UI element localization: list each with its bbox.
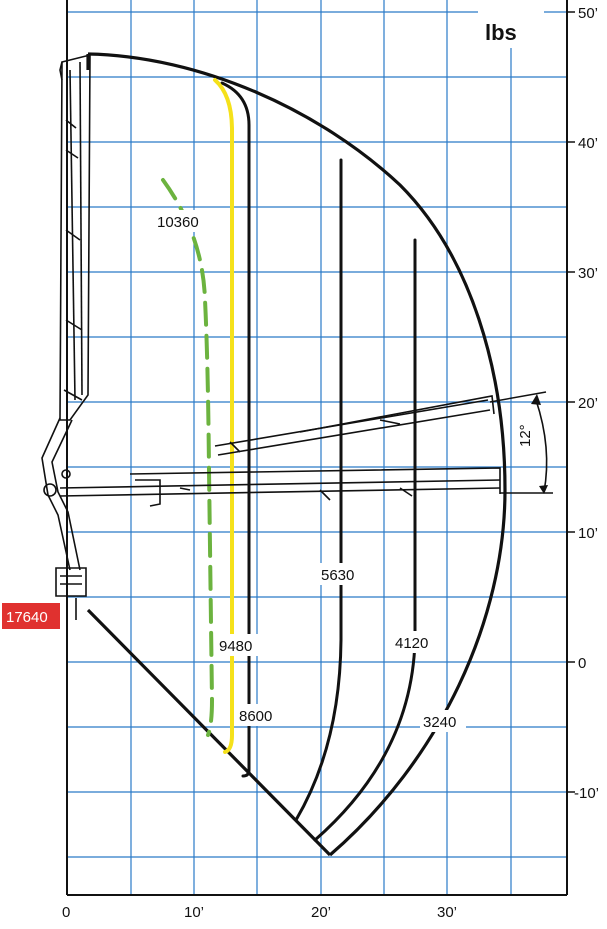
curve-9480 — [213, 78, 234, 754]
svg-text:5630: 5630 — [321, 567, 354, 584]
angle-arrow — [531, 394, 548, 494]
svg-text:17640: 17640 — [6, 609, 48, 626]
reach-envelope — [86, 52, 507, 857]
unit-label-background — [478, 0, 544, 48]
axes — [66, 0, 568, 896]
capacity-label-3240: 3240 — [420, 710, 466, 732]
capacity-badge-17640: 17640 — [2, 603, 60, 629]
capacity-label-5630: 5630 — [318, 563, 364, 585]
y-tick-30: 30’ — [578, 265, 598, 282]
x-tick-0: 0 — [62, 904, 70, 921]
y-tick-0: 0 — [578, 655, 586, 672]
svg-text:4120: 4120 — [395, 635, 428, 652]
curve-4120 — [313, 238, 417, 842]
y-tick-50: 50’ — [578, 5, 598, 22]
x-tick-10: 10’ — [184, 904, 204, 921]
y-tick-minus10: -10’ — [574, 785, 599, 802]
capacity-label-10360: 10360 — [155, 210, 205, 232]
svg-text:3240: 3240 — [423, 714, 456, 731]
x-tick-20: 20’ — [311, 904, 331, 921]
capacity-curves — [220, 81, 417, 842]
y-axis-ticks — [567, 11, 575, 793]
capacity-label-8600: 8600 — [236, 704, 282, 726]
svg-text:10360: 10360 — [157, 214, 199, 231]
angle-label: 12° — [517, 424, 534, 447]
unit-label: lbs — [485, 20, 517, 45]
grid — [67, 0, 567, 895]
y-tick-10: 10’ — [578, 525, 598, 542]
x-tick-30: 30’ — [437, 904, 457, 921]
capacity-label-9480: 9480 — [216, 634, 262, 656]
svg-text:8600: 8600 — [239, 708, 272, 725]
curve-8600 — [220, 81, 251, 778]
capacity-label-4120: 4120 — [392, 631, 438, 653]
y-tick-40: 40’ — [578, 135, 598, 152]
curve-5630 — [294, 158, 343, 822]
y-tick-20: 20’ — [578, 395, 598, 412]
curve-10360 — [161, 178, 215, 737]
crane-structure — [41, 53, 501, 620]
svg-text:9480: 9480 — [219, 638, 252, 655]
